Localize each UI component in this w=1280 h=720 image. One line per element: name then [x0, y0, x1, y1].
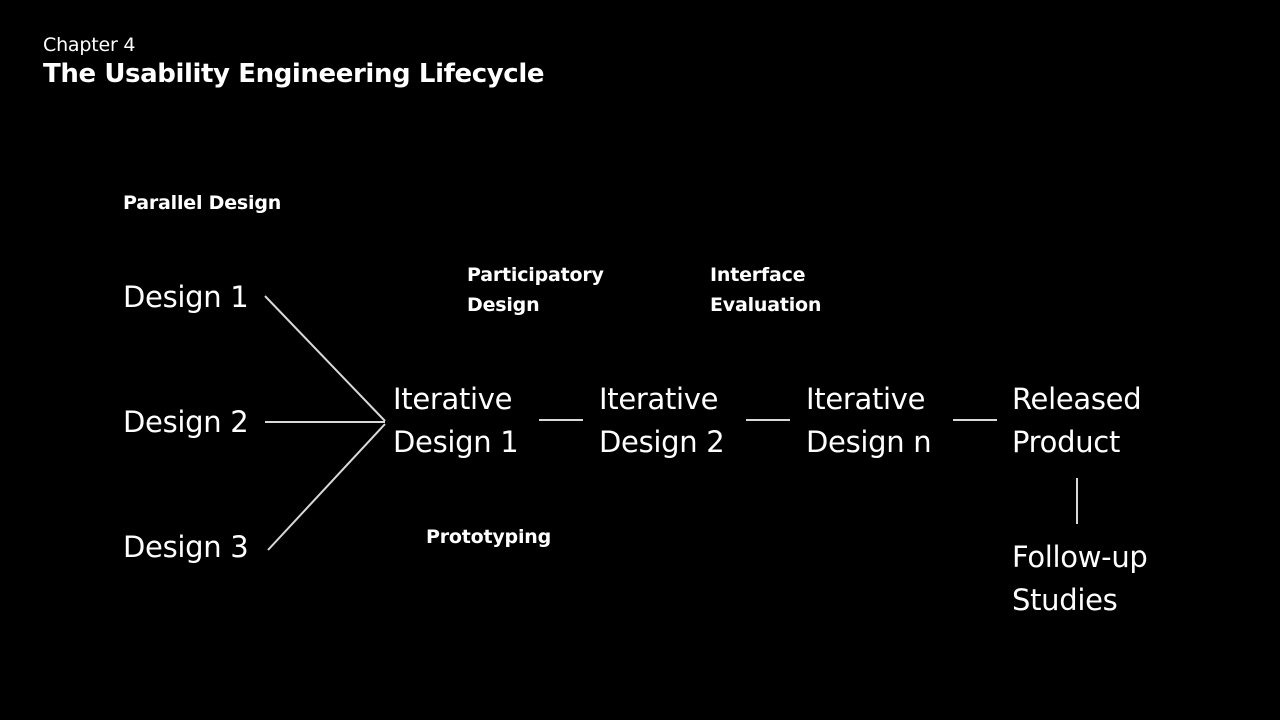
node-released-product: Released Product [1012, 382, 1142, 459]
node-follow-up-studies: Follow-up Studies [1012, 540, 1148, 617]
prototyping-label: Prototyping [426, 526, 551, 548]
node-design-2: Design 2 [123, 405, 249, 439]
connector-design3-to-iterative1 [267, 423, 386, 551]
chapter-label: Chapter 4 [43, 34, 136, 56]
node-iterative-design-1: Iterative Design 1 [393, 382, 519, 459]
node-iterative-design-n: Iterative Design n [806, 382, 932, 459]
parallel-design-label: Parallel Design [123, 192, 282, 214]
participatory-design-label: Participatory Design [467, 264, 604, 316]
connector-design1-to-iterative1 [264, 295, 386, 422]
node-design-3: Design 3 [123, 530, 249, 564]
node-design-1: Design 1 [123, 280, 249, 314]
node-iterative-design-2: Iterative Design 2 [599, 382, 725, 459]
interface-evaluation-label: Interface Evaluation [710, 264, 822, 316]
page-title: The Usability Engineering Lifecycle [43, 59, 545, 89]
